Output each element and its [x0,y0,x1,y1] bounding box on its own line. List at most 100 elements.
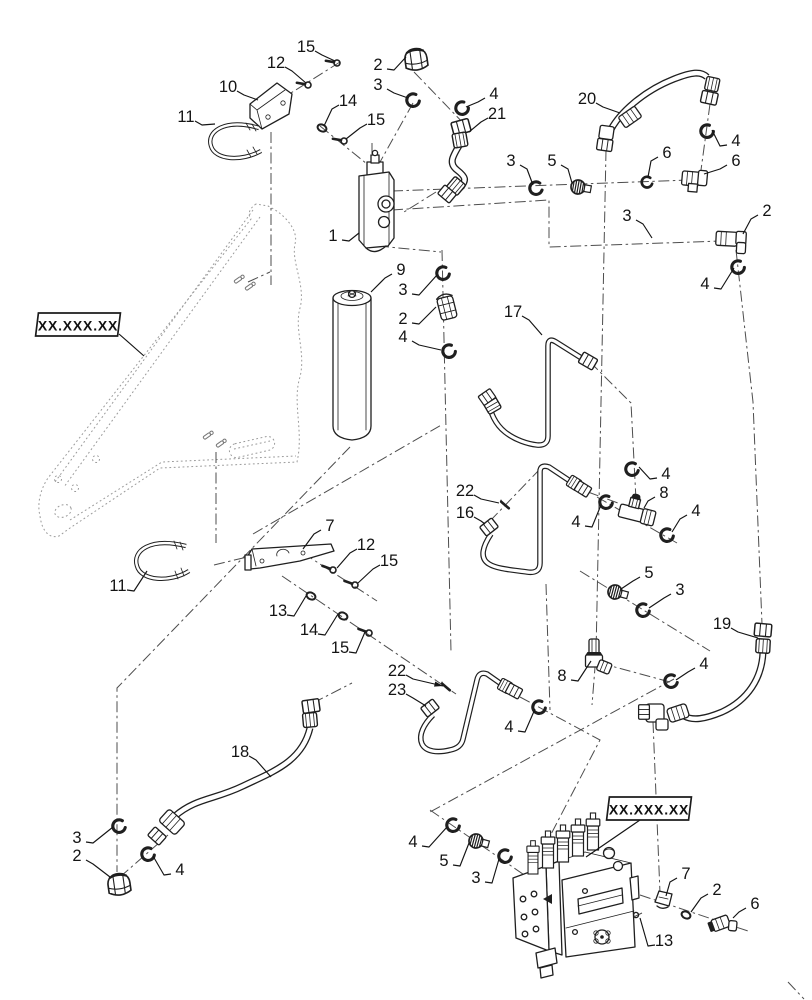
callout-label-20: 20 [578,90,596,108]
leader-line [484,858,500,884]
part-11-ubolt-lower [134,540,191,581]
leader-line [286,595,307,617]
hose20-right-fitting [699,75,721,107]
reference-box-frame [605,796,693,821]
leader-line [357,564,381,584]
leader-line [732,907,747,919]
callout-label-21: 21 [488,105,506,123]
part-23-nut [419,698,441,718]
leader-line [386,88,409,99]
callout-label-4: 4 [700,275,709,293]
callout-1: 1 [328,227,360,245]
callout-21: 21 [468,105,506,133]
callout-5: 5 [439,842,470,870]
small-hardware [295,53,693,924]
callout-label-12: 12 [267,54,285,72]
leader-line [517,708,536,733]
callout-label-14: 14 [300,621,318,639]
callout-16: 16 [456,504,486,525]
callout-label-13: 13 [655,932,673,950]
callout-3: 3 [398,274,438,299]
callout-label-22: 22 [388,662,406,680]
hose19-elbow [637,703,669,731]
leader-line [647,156,659,178]
part-23-tube [417,670,524,755]
reference-leader [118,333,145,357]
callout-3: 3 [471,858,500,887]
callout-label-9: 9 [396,261,405,279]
leader-line [452,842,470,867]
part-9-filter [332,289,372,441]
callout-label-4: 4 [571,513,580,531]
callout-3: 3 [506,152,534,186]
callout-label-4: 4 [175,861,184,879]
leader-line [742,214,759,235]
reference-box-2: XX.XXX.XX [585,796,693,858]
leader-line [690,893,709,913]
callout-6: 6 [703,152,741,175]
callout-label-15: 15 [331,639,349,657]
callout-label-2: 2 [398,310,407,328]
leader-line [639,917,656,947]
leader-line [248,755,272,778]
callout-4: 4 [504,708,536,736]
leader-line [560,164,573,184]
callout-label-15: 15 [380,552,398,570]
callout-label-12: 12 [357,536,375,554]
leader-line [323,104,340,127]
frame-screw-icon [202,429,215,441]
callout-7: 7 [302,517,335,550]
leader-line [620,576,641,590]
callout-label-4: 4 [489,85,498,103]
part-2-elbow-right [715,230,747,255]
leader-line [711,129,728,147]
callout-15: 15 [345,111,385,140]
callout-10: 10 [219,78,259,101]
callout-13: 13 [269,595,307,620]
callout-15: 15 [357,552,398,584]
frame-slot [228,435,276,459]
callout-label-3: 3 [398,281,407,299]
part-8-tee-lower [584,638,613,675]
callout-13: 13 [639,917,673,950]
frame-flange-line [54,209,254,483]
callout-15: 15 [331,631,366,657]
callout-label-17: 17 [504,303,522,321]
leader-line [152,855,172,876]
part-7-bracket [244,543,335,571]
callout-label-6: 6 [662,144,671,162]
callout-9: 9 [370,261,406,293]
callout-label-4: 4 [731,132,740,150]
part-2-capnut-top [402,46,430,73]
leader-line [405,693,427,707]
callout-label-4: 4 [661,465,670,483]
part-7-clamp [654,890,673,909]
callout-label-11: 11 [177,108,194,126]
callout-3: 3 [72,826,114,847]
leader-line [345,123,368,140]
callout-4: 4 [671,502,701,533]
leader-line [421,826,448,848]
callout-label-6: 6 [731,152,740,170]
callout-4: 4 [465,85,499,108]
leader-line [643,496,656,509]
callout-label-4: 4 [699,655,708,673]
callout-label-8: 8 [659,484,668,502]
part-2-capnut-bottom [105,871,133,898]
leader-line [648,593,672,609]
callout-label-7: 7 [325,517,334,535]
callout-12: 12 [336,536,375,569]
leader-line [635,219,653,239]
leader-line [284,66,307,84]
orientation-arrow-icon [543,894,552,904]
reference-box-frame [34,312,122,337]
callout-label-11: 11 [109,577,126,595]
part-10-bracket [249,82,293,130]
callout-3: 3 [648,581,685,609]
leader-line [85,859,111,878]
callout-2: 2 [373,56,407,74]
part-11-ubolt-upper [208,122,263,161]
part-19-hose [637,622,773,731]
